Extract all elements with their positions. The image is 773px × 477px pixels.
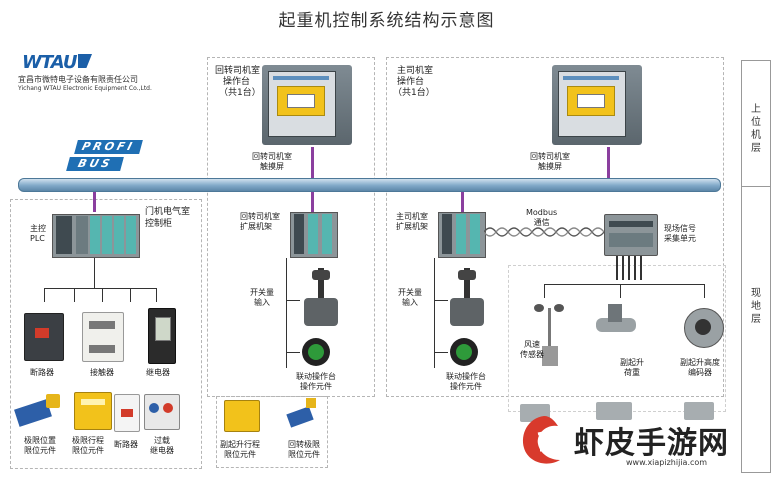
slew-bottom-group-box [216, 396, 328, 468]
watermark: 虾皮手游网 www.xiapizhijia.com [516, 410, 768, 474]
page-title: 起重机控制系统结构示意图 [278, 11, 495, 31]
slew-touch-screen [262, 65, 352, 145]
joystick-icon [446, 268, 488, 330]
hoist-limit-icon [224, 400, 260, 432]
op-panel-1-title: 回转司机室 操作台 （共1台） [215, 66, 261, 98]
slew-bottom-item-0: 副起升行程 限位元件 [220, 440, 260, 459]
company-logo: WTAU 宜昌市微特电子设备有限责任公司 Yichang WTAU Electr… [18, 52, 168, 92]
field-layer-box: 现 地 层 [741, 186, 771, 473]
slew-limit-icon [286, 398, 322, 432]
cabinet-item-6: 过载 继电器 [150, 436, 174, 455]
sensor-label-1: 副起升 荷重 [620, 358, 644, 377]
joystick-icon [300, 268, 342, 330]
cabinet-item-5: 断路器 [114, 440, 138, 449]
main-screen-label: 回转司机室 触摸屏 [530, 152, 570, 171]
slew-screen-label: 回转司机室 触摸屏 [252, 152, 292, 171]
bottom-device-icon [684, 402, 714, 420]
sensor-tree-bar [544, 284, 704, 285]
main-rack-link [461, 190, 464, 212]
modbus-label: Modbus 通信 [526, 208, 558, 227]
main-rack-trunk [434, 258, 435, 368]
encoder-icon [684, 308, 724, 348]
limit-switch-icon [14, 394, 64, 430]
slew-console-label: 联动操作台 操作元件 [296, 372, 336, 391]
upper-layer-label: 上 位 机 层 [751, 104, 761, 154]
load-cell-icon [596, 304, 640, 346]
plc-label: 主控 PLC [30, 224, 46, 243]
cabinet-group-box [10, 199, 202, 469]
sensor-label-2: 副起升高度 编码器 [680, 358, 720, 377]
circuit-breaker-icon [114, 394, 140, 432]
bottom-device-icon [596, 402, 632, 420]
cabinet-item-3: 极限位置 限位元件 [24, 436, 56, 455]
upper-layer-box: 上 位 机 层 [741, 60, 771, 187]
slew-expansion-rack [290, 210, 338, 258]
contactor-icon [82, 312, 124, 362]
green-button-icon [302, 338, 330, 366]
main-touch-screen [552, 65, 642, 145]
plc-tree-trunk [94, 258, 95, 288]
logo-flag [78, 54, 92, 68]
profibus-top: PROFI [74, 140, 143, 154]
cabinet-item-1: 接触器 [90, 368, 114, 377]
main-console-label: 联动操作台 操作元件 [446, 372, 486, 391]
profibus-bottom: BUS [66, 157, 125, 171]
logo-mark: WTAU [22, 52, 77, 73]
cabinet-item-0: 断路器 [30, 368, 54, 377]
sensor-label-0: 风速 传感器 [520, 340, 544, 359]
main-screen-link [607, 147, 610, 179]
plc-link [93, 190, 96, 212]
green-button-icon [450, 338, 478, 366]
relay-icon [148, 308, 176, 364]
slew-switch-label: 开关量 输入 [250, 288, 274, 307]
watermark-url: www.xiapizhijia.com [626, 458, 708, 467]
slew-bottom-item-1: 回转极限 限位元件 [288, 440, 320, 459]
signal-collector-icon [604, 214, 658, 256]
main-expansion-rack [438, 210, 486, 258]
modbus-cable [484, 227, 605, 237]
main-rack-label: 主司机室 扩展机架 [396, 212, 428, 231]
slew-rack-label: 回转司机室 扩展机架 [240, 212, 280, 231]
slew-screen-link [311, 147, 314, 179]
travel-limit-icon [74, 392, 112, 430]
cabinet-item-2: 继电器 [146, 368, 170, 377]
watermark-text: 虾皮手游网 [574, 426, 729, 461]
slew-rack-trunk [286, 258, 287, 368]
plc-tree-bar [44, 288, 156, 289]
main-switch-label: 开关量 输入 [398, 288, 422, 307]
shrimp-logo-icon [522, 416, 561, 464]
collector-label: 现场信号 采集单元 [664, 224, 696, 243]
op-panel-2-title: 主司机室 操作台 （共1台） [393, 66, 435, 98]
profibus-line [18, 178, 721, 192]
overload-relay-icon [144, 394, 180, 430]
cabinet-title: 门机电气室 控制柜 [145, 207, 191, 229]
company-name-cn: 宜昌市微特电子设备有限责任公司 [18, 75, 138, 84]
main-console-group-box [386, 57, 724, 397]
field-layer-label: 现 地 层 [751, 288, 761, 325]
cabinet-item-4: 极限行程 限位元件 [72, 436, 104, 455]
anemometer-icon [532, 302, 568, 366]
main-plc-rack [52, 212, 140, 258]
breaker-icon [24, 313, 64, 361]
company-name-en: Yichang WTAU Electronic Equipment Co.,Lt… [18, 85, 152, 92]
slew-rack-link [311, 190, 314, 212]
profibus-badge: PROFI BUS [66, 140, 158, 174]
